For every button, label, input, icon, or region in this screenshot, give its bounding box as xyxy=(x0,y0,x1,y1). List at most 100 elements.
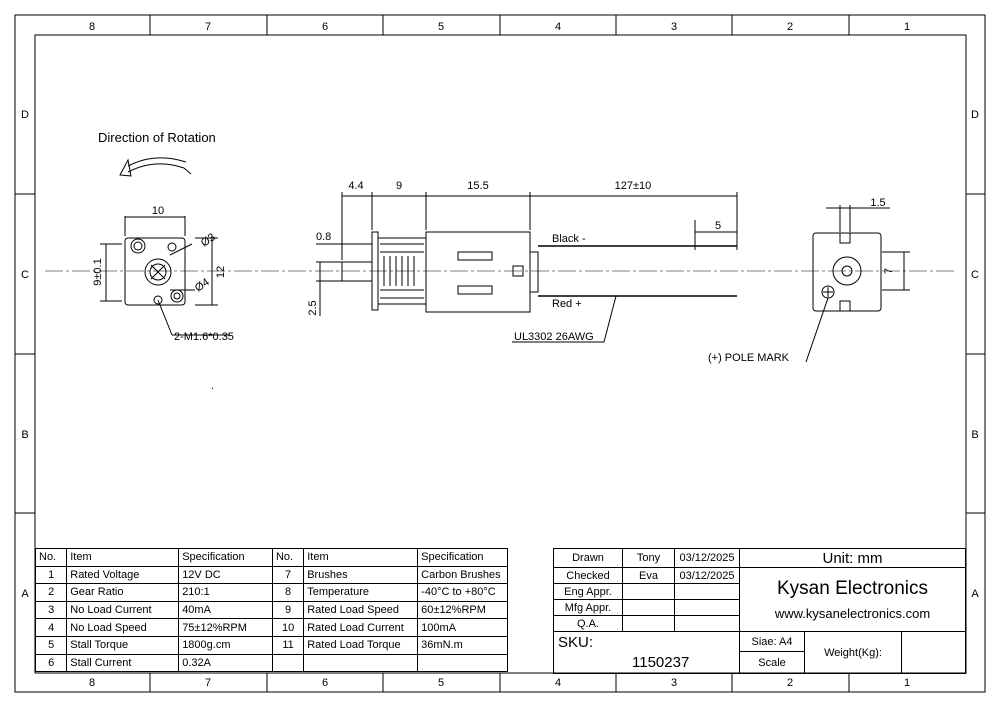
cell: 4 xyxy=(34,618,68,637)
cell xyxy=(417,653,508,673)
cell: Gear Ratio xyxy=(66,583,180,602)
cell: -40°C to +80°C xyxy=(417,583,508,602)
screw-spec: 2-M1.6*0.35 xyxy=(174,331,234,343)
cell: 11 xyxy=(271,635,305,655)
col-label: 4 xyxy=(555,21,561,33)
header-cell: Specification xyxy=(178,548,273,567)
dim-rear-1: 1.5 xyxy=(870,197,885,209)
sku-value: 1150237 xyxy=(632,654,690,671)
dim-front-height: 12 xyxy=(215,266,227,278)
row-label: C xyxy=(971,269,979,281)
cell: 36mN.m xyxy=(417,635,508,655)
header-cell: Item xyxy=(66,548,180,567)
row-label: B xyxy=(21,429,28,441)
weight-label: Weight(Kg): xyxy=(804,631,902,674)
col-label: 8 xyxy=(89,21,95,33)
cell: 6 xyxy=(34,653,68,673)
sku-label: SKU: xyxy=(558,634,594,651)
cell: Stall Torque xyxy=(66,635,180,655)
col-label: 2 xyxy=(787,21,793,33)
checked-date: 03/12/2025 xyxy=(674,567,740,584)
qa-label: Q.A. xyxy=(553,615,623,632)
spec-table: No. Item Specification No. Item Specific… xyxy=(34,548,508,673)
row-label: A xyxy=(21,588,29,600)
table-header-row: No. Item Specification No. Item Specific… xyxy=(34,548,508,567)
cell: 12V DC xyxy=(178,565,273,585)
header-cell: No. xyxy=(271,548,305,567)
cell: 60±12%RPM xyxy=(417,600,508,620)
row-label: D xyxy=(21,109,29,121)
cell: 5 xyxy=(34,635,68,655)
col-label: 1 xyxy=(904,21,910,33)
cell: 1 xyxy=(34,565,68,585)
cell: 210:1 xyxy=(178,583,273,602)
cell: 75±12%RPM xyxy=(178,618,273,637)
cell: Carbon Brushes xyxy=(417,565,508,585)
pole-mark-label: (+) POLE MARK xyxy=(708,352,790,364)
unit-label: Unit: mm xyxy=(739,548,966,568)
row-label: D xyxy=(971,109,979,121)
cell: Rated Load Current xyxy=(303,618,419,637)
col-label: 6 xyxy=(322,677,328,689)
dim-hole-a: Ø3 xyxy=(199,231,218,249)
cell: Rated Load Speed xyxy=(303,600,419,620)
col-label: 7 xyxy=(205,21,211,33)
cell: Temperature xyxy=(303,583,419,602)
col-label: 5 xyxy=(438,21,444,33)
company-name: Kysan Electronics xyxy=(776,578,928,599)
cell xyxy=(271,653,305,673)
cell: 3 xyxy=(34,600,68,620)
col-label: 1 xyxy=(904,677,910,689)
weight-value xyxy=(901,631,966,674)
col-label: 4 xyxy=(555,677,561,689)
col-label: 2 xyxy=(787,677,793,689)
company-website: www.kysanelectronics.com xyxy=(774,606,931,621)
dim-side-5: 5 xyxy=(715,220,721,232)
dim-offset: 2.5 xyxy=(307,300,319,315)
drawn-by: Tony xyxy=(622,548,675,568)
company-block: Kysan Electronics www.kysanelectronics.c… xyxy=(739,567,966,632)
col-label: 3 xyxy=(671,677,677,689)
drawn-label: Drawn xyxy=(553,548,623,568)
eng-appr-by xyxy=(622,583,675,600)
cell: Rated Load Torque xyxy=(303,635,419,655)
cell xyxy=(303,653,419,673)
rotation-label: Direction of Rotation xyxy=(98,130,216,145)
eng-appr-date xyxy=(674,583,740,600)
cell: 9 xyxy=(271,600,305,620)
col-label: 3 xyxy=(671,21,677,33)
cell: 7 xyxy=(271,565,305,585)
mfg-appr-date xyxy=(674,599,740,616)
row-label: C xyxy=(21,269,29,281)
title-block: Drawn Tony 03/12/2025 Checked Eva 03/12/… xyxy=(553,548,966,674)
cell: No Load Speed xyxy=(66,618,180,637)
size-label: Siae: A4 xyxy=(739,631,805,652)
row-label: A xyxy=(971,588,979,600)
cell: 100mA xyxy=(417,618,508,637)
dim-rear-2: 7 xyxy=(883,268,895,274)
qa-date xyxy=(674,615,740,632)
sku-block: SKU: 1150237 xyxy=(553,631,740,674)
side-view xyxy=(316,192,738,343)
scale-label: Scale xyxy=(739,651,805,674)
cell: 2 xyxy=(34,583,68,602)
rotation-arrow-icon xyxy=(119,157,192,177)
col-label: 8 xyxy=(89,677,95,689)
cell: 1800g.cm xyxy=(178,635,273,655)
mfg-appr-by xyxy=(622,599,675,616)
dim-side-4: 127±10 xyxy=(615,180,652,192)
cell: Rated Voltage xyxy=(66,565,180,585)
drawn-date: 03/12/2025 xyxy=(674,548,740,568)
wire-black-label: Black - xyxy=(552,233,586,245)
header-cell: Item xyxy=(303,548,419,567)
col-label: 7 xyxy=(205,677,211,689)
col-label: 5 xyxy=(438,677,444,689)
front-view xyxy=(100,216,230,336)
dot-mark: . xyxy=(211,380,214,392)
dim-side-2: 9 xyxy=(396,180,402,192)
